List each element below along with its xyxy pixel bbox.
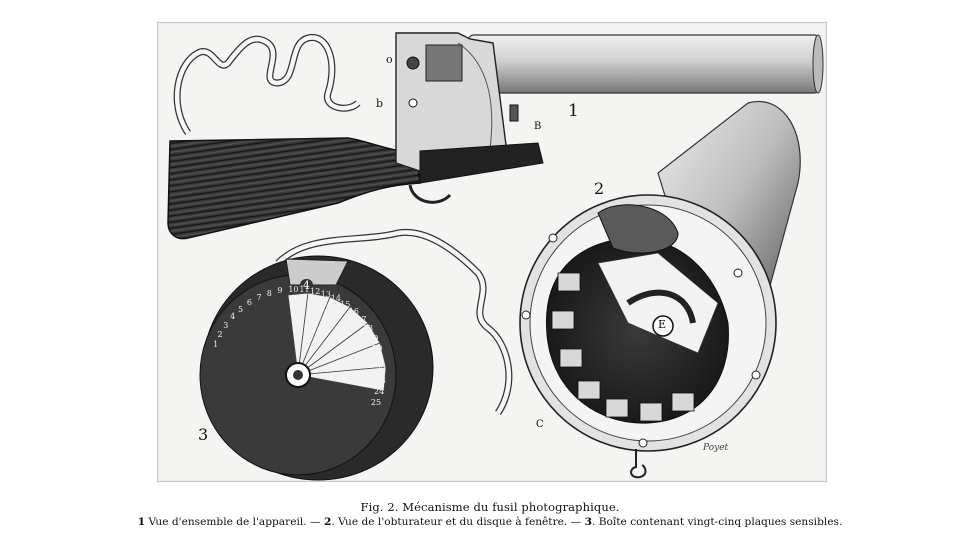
plate-number: 15 bbox=[340, 300, 351, 310]
plate-number: 6 bbox=[246, 298, 252, 308]
engraver-signature: Poyet bbox=[703, 443, 729, 453]
plate-number: 24 bbox=[374, 387, 385, 397]
label-part-E: E bbox=[658, 318, 667, 331]
plate-number: 20 bbox=[372, 343, 383, 353]
label-part-B: B bbox=[534, 121, 542, 132]
plate-number: 14 bbox=[330, 294, 341, 304]
caption-separator-2: — bbox=[570, 516, 582, 528]
label-part-C: C bbox=[536, 419, 544, 430]
caption-item-2-text: Vue de l'obturateur et du disque à fenêt… bbox=[338, 516, 568, 528]
plate-number: 8 bbox=[266, 288, 272, 298]
plate-number: 13 bbox=[320, 290, 331, 300]
plate-number: 17 bbox=[356, 315, 367, 324]
plate-number: 25 bbox=[370, 397, 382, 407]
plate-number: 19 bbox=[368, 333, 379, 343]
plate-number: 2 bbox=[217, 330, 223, 340]
plate-number: 9 bbox=[277, 286, 283, 296]
plate-number: 22 bbox=[375, 365, 387, 375]
caption-item-1-text: Vue d'ensemble de l'appareil. bbox=[148, 516, 307, 528]
photographic-gun-engraving bbox=[167, 32, 824, 481]
shutter-and-window-disk-view bbox=[519, 100, 801, 479]
plate-number: 1 bbox=[213, 340, 219, 350]
plate-number: 11 bbox=[299, 285, 310, 295]
plate-number: 23 bbox=[375, 376, 386, 386]
plate-number: 7 bbox=[256, 292, 262, 302]
caption-item-1-number: 1 bbox=[137, 516, 146, 528]
plate-number: 12 bbox=[310, 286, 321, 296]
label-part-o: o bbox=[386, 53, 393, 66]
figure-caption-title: Fig. 2. Mécanisme du fusil photographiqu… bbox=[360, 500, 620, 514]
plate-number: 21 bbox=[374, 354, 385, 364]
caption-item-3-text: Boîte contenant vingt-cinq plaques sensi… bbox=[598, 516, 843, 528]
caption-separator-1: — bbox=[309, 516, 321, 528]
plate-box-view bbox=[199, 228, 513, 481]
gun-overall-view bbox=[167, 32, 824, 240]
plate-number: 3 bbox=[223, 320, 229, 330]
label-view-1: 1 bbox=[568, 101, 579, 121]
label-box-number: 4 bbox=[300, 279, 313, 292]
plate-number: 4 bbox=[230, 312, 236, 322]
label-view-2: 2 bbox=[594, 179, 605, 198]
caption-item-2-number: 2 bbox=[323, 516, 332, 528]
label-view-3: 3 bbox=[198, 425, 209, 444]
label-part-b: b bbox=[376, 97, 384, 110]
plate-number: 5 bbox=[238, 304, 244, 314]
caption-item-3-number: 3 bbox=[584, 516, 592, 528]
plate-number: 18 bbox=[362, 323, 374, 333]
plate-number: 16 bbox=[348, 307, 359, 317]
plate-number: 10 bbox=[288, 285, 299, 295]
figure-caption-legend: 1 Vue d'ensemble de l'appareil. — 2. Vue… bbox=[137, 516, 843, 528]
